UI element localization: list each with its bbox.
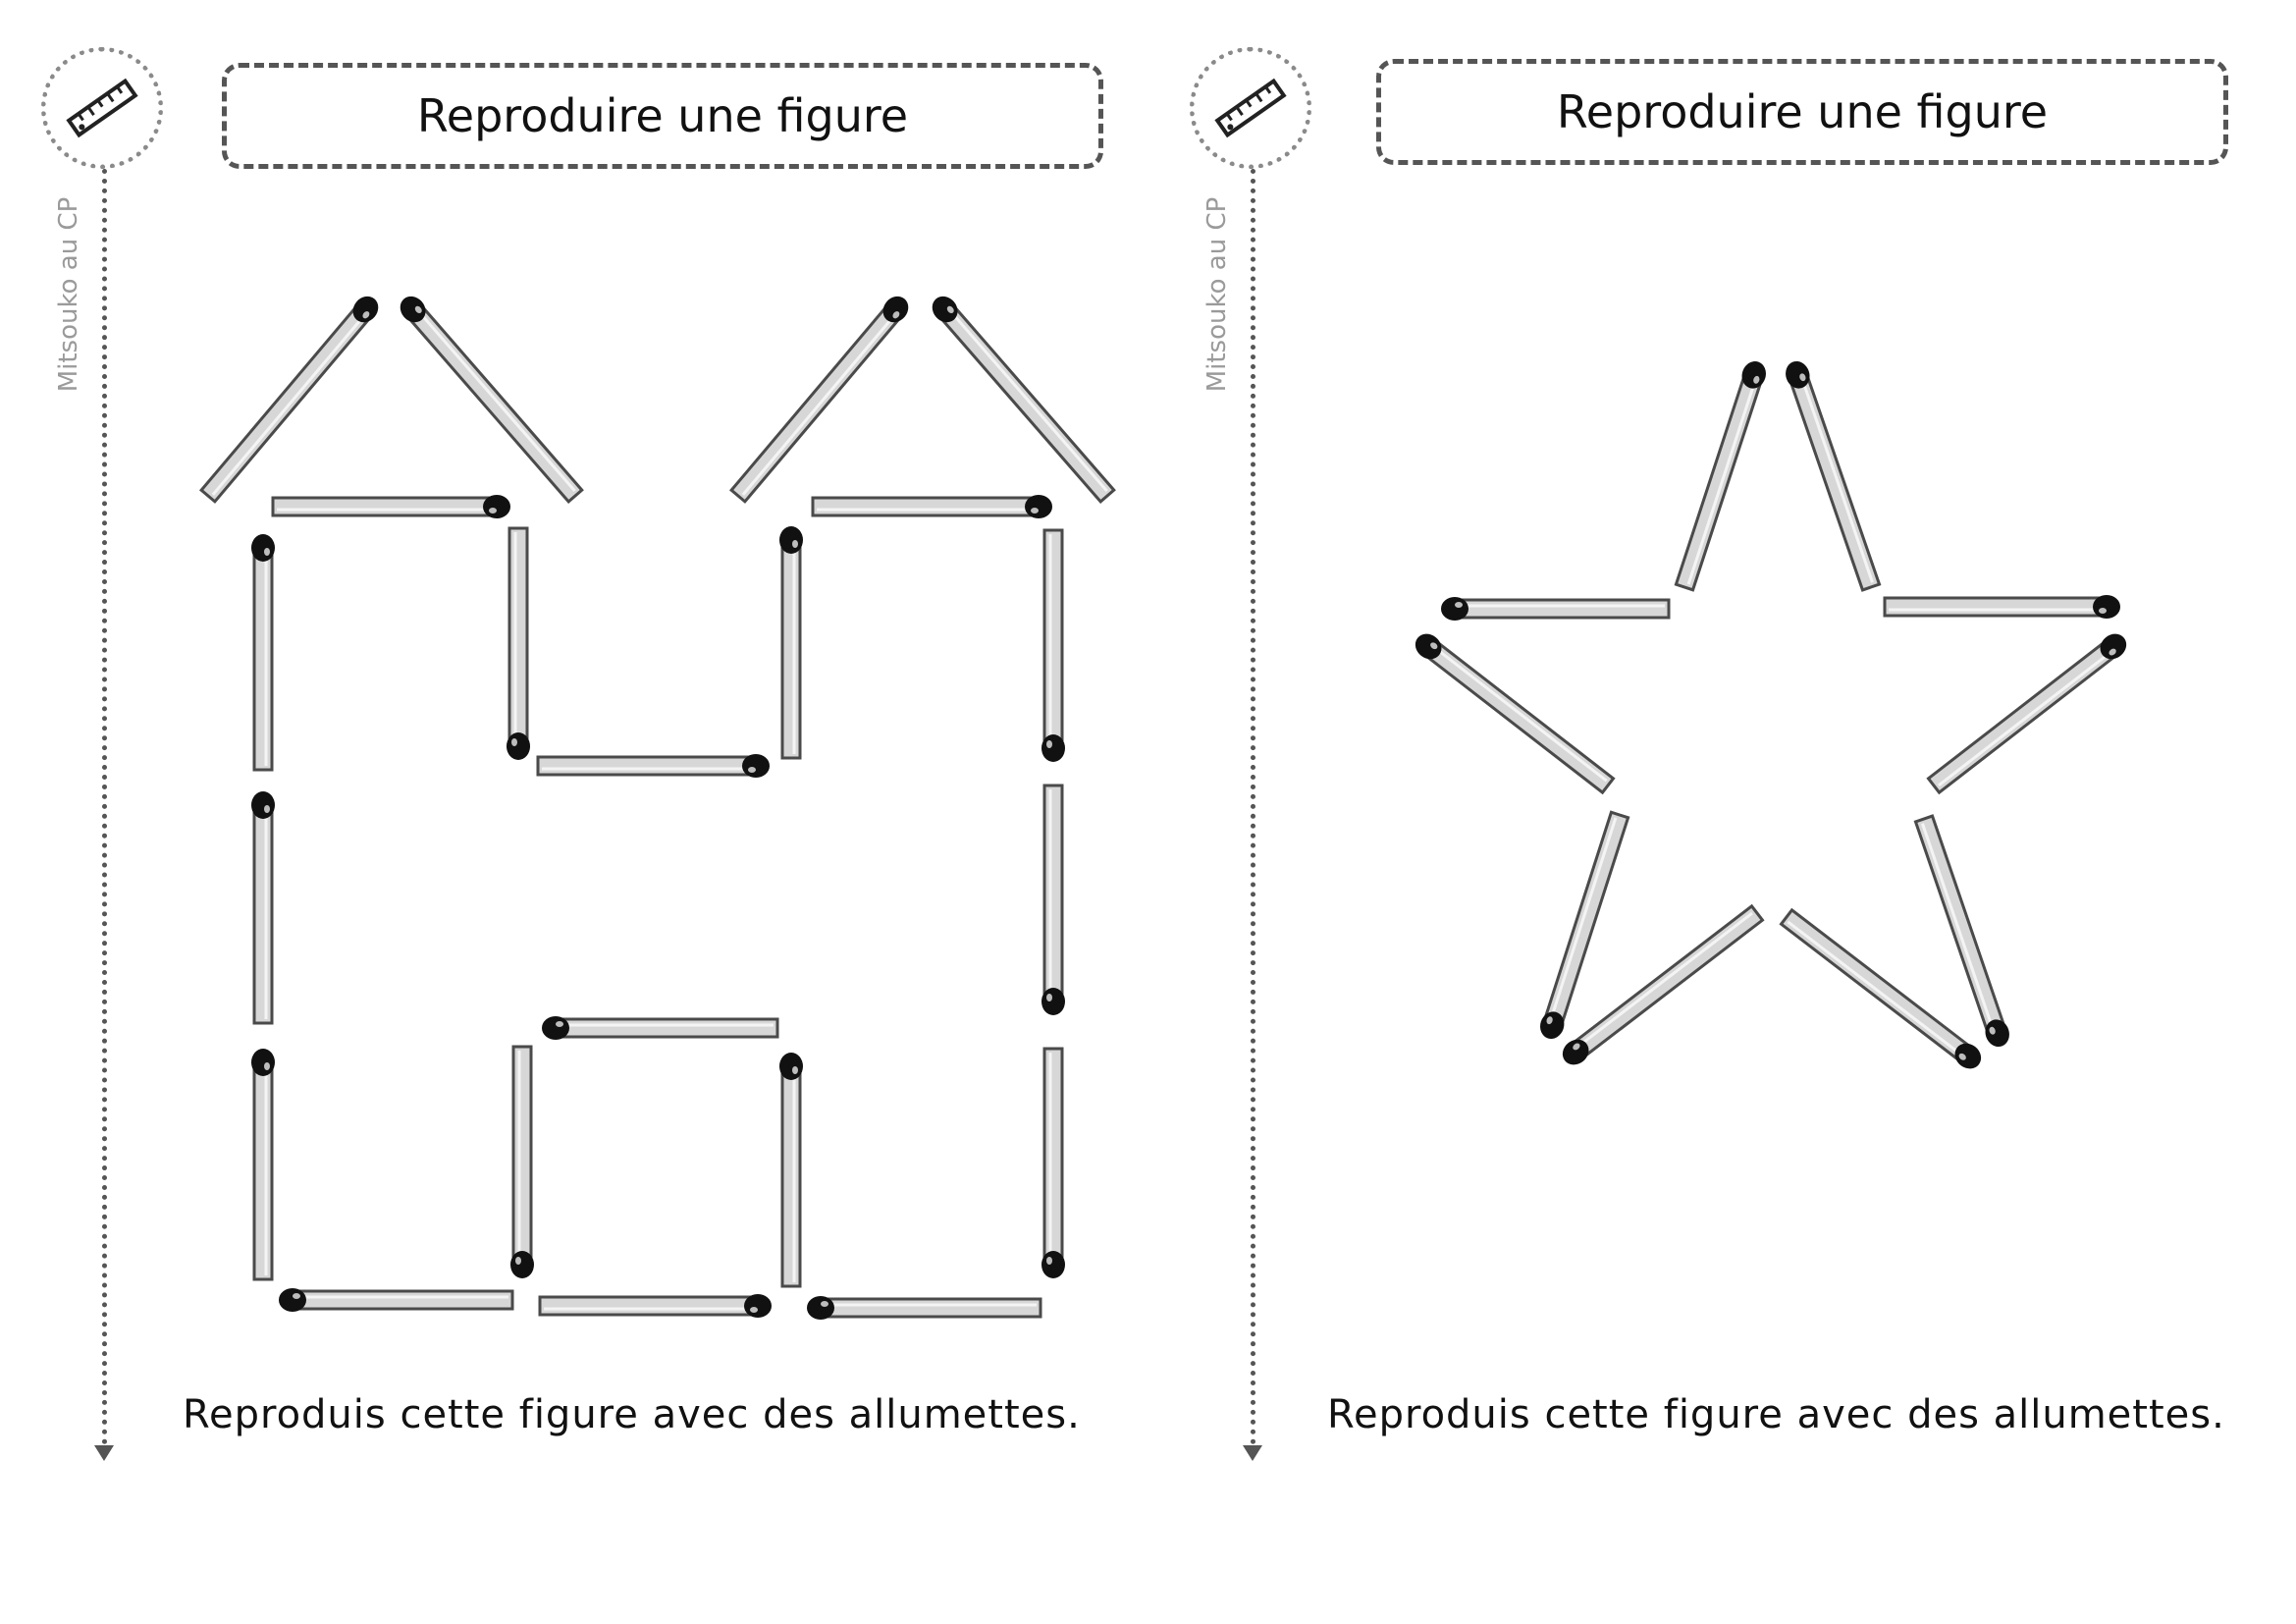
- matchstick: [1041, 1047, 1065, 1278]
- ruler-badge: [41, 47, 163, 169]
- arrow-down-icon: [94, 1445, 114, 1461]
- matchstick: [1786, 360, 1882, 592]
- instruction-text: Reproduis cette figure avec des allumett…: [1327, 1392, 2225, 1437]
- title-box: Reproduire une figure: [222, 63, 1103, 169]
- matchstick: [1674, 360, 1766, 592]
- matchstick: [1926, 633, 2127, 795]
- dotted-guide-line: [102, 169, 107, 1445]
- matchstick: [538, 1294, 772, 1318]
- matchstick: [729, 296, 909, 504]
- matchstick: [1041, 528, 1065, 762]
- matchstick: [507, 526, 530, 760]
- matchstick: [1415, 633, 1616, 795]
- arrow-down-icon: [1243, 1445, 1262, 1461]
- matchstick: [251, 791, 275, 1025]
- matchstick: [400, 296, 584, 505]
- instruction-text: Reproduis cette figure avec des allumett…: [183, 1392, 1081, 1437]
- ruler-badge: [1190, 47, 1311, 169]
- matchstick: [1540, 810, 1630, 1040]
- matchstick: [271, 495, 510, 518]
- matchstick: [1441, 597, 1671, 621]
- castle-match-figure: [199, 296, 1116, 1320]
- matchstick: [807, 1296, 1042, 1320]
- worksheet-card-right: Mitsouko au CP Reproduire une figure Rep…: [1148, 0, 2296, 1624]
- worksheet-card-left: Mitsouko au CP Reproduire une figure Rep…: [41, 47, 1116, 1461]
- matchstick: [811, 495, 1052, 518]
- matchstick: [279, 1288, 514, 1312]
- matchstick: [1913, 814, 2009, 1048]
- matchstick: [1883, 595, 2120, 619]
- matchstick: [1562, 903, 1765, 1065]
- matchstick: [779, 526, 803, 760]
- matchstick: [1041, 784, 1065, 1015]
- ruler-icon: [1214, 78, 1287, 138]
- matchstick: [536, 754, 770, 778]
- ruler-icon: [66, 78, 138, 138]
- title-box: Reproduire une figure: [1376, 59, 2228, 165]
- page-title: Reproduire une figure: [416, 89, 909, 142]
- matchstick: [932, 296, 1116, 505]
- page-title: Reproduire une figure: [1556, 85, 2049, 138]
- matchstick: [779, 1053, 803, 1288]
- dotted-guide-line: [1251, 169, 1255, 1445]
- matchstick: [542, 1016, 779, 1040]
- matchstick: [251, 534, 275, 772]
- matchstick: [510, 1045, 534, 1278]
- matchstick: [1779, 907, 1982, 1069]
- matchstick: [251, 1049, 275, 1281]
- matchstick: [199, 296, 379, 504]
- star-match-figure: [1415, 360, 2127, 1069]
